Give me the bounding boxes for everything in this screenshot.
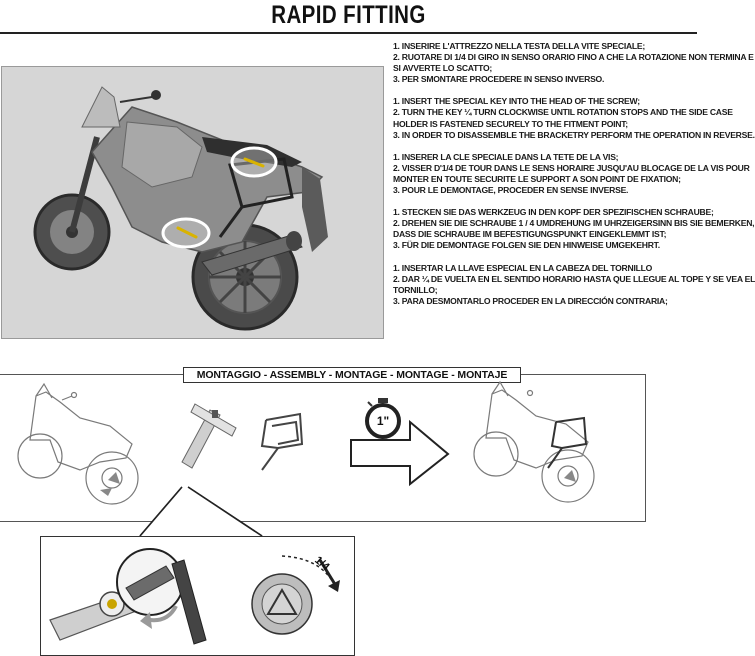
- rotate-arrow-icon: [149, 605, 178, 623]
- instruction-line: 1. INSERER LA CLE SPECIALE DANS LA TETE …: [393, 151, 619, 162]
- instructions-panel: 1. INSERIRE L'ATTREZZO NELLA TESTA DELLA…: [393, 41, 755, 318]
- motorcycle-photo: [1, 66, 384, 339]
- timer-label: 1": [377, 414, 389, 428]
- bracket-icon: [260, 412, 304, 471]
- instruction-line: 2. RUOTARE DI 1/4 DI GIRO IN SENSO ORARI…: [393, 52, 754, 63]
- instruction-line: SI AVVERTE LO SCATTO;: [393, 63, 492, 74]
- instructions-italian: 1. INSERIRE L'ATTREZZO NELLA TESTA DELLA…: [393, 41, 754, 85]
- instruction-line: 2. VISSER D'1/4 DE TOUR DANS LE SENS HOR…: [393, 162, 750, 173]
- instruction-line: 1. INSERIRE L'ATTREZZO NELLA TESTA DELLA…: [393, 41, 646, 51]
- key-tool-icon: [181, 403, 237, 469]
- assembly-drawings: 1": [17, 380, 595, 537]
- detail-drawings: 1/4: [49, 548, 340, 645]
- motorcycle-photo-drawing: [33, 86, 328, 331]
- title-rule: [0, 32, 697, 34]
- instruction-line: 2. DAR ¼ DE VUELTA EN EL SENTIDO HORARIO…: [393, 273, 755, 284]
- rotation-label: 1/4: [312, 554, 332, 574]
- page-title: RAPID FITTING: [271, 1, 426, 29]
- instruction-line: 2. DREHEN SIE DIE SCHRAUBE 1 / 4 UMDREHU…: [393, 218, 755, 229]
- instruction-line: 3. IN ORDER TO DISASSEMBLE THE BRACKETRY…: [393, 129, 755, 140]
- instruction-line: TORNILLO;: [393, 284, 438, 295]
- instructions-french: 1. INSERER LA CLE SPECIALE DANS LA TETE …: [393, 151, 750, 196]
- instruction-line: 1. INSERTAR LA LLAVE ESPECIAL EN LA CABE…: [393, 262, 653, 273]
- instruction-line: 1. INSERT THE SPECIAL KEY INTO THE HEAD …: [393, 96, 640, 107]
- instruction-line: 2. TURN THE KEY ¼ TURN CLOCKWISE UNTIL R…: [393, 107, 733, 118]
- motorcycle-with-rack-icon: [473, 380, 595, 503]
- instructions-german: 1. STECKEN SIE DAS WERKZEUG IN DEN KOPF …: [393, 207, 755, 251]
- instruction-line: 3. FÜR DIE DEMONTAGE FOLGEN SIE DEN HINW…: [393, 240, 660, 251]
- key-handle-icon: [125, 559, 207, 645]
- instructions-spanish: 1. INSERTAR LA LLAVE ESPECIAL EN LA CABE…: [393, 262, 755, 307]
- instruction-line: 1. STECKEN SIE DAS WERKZEUG IN DEN KOPF …: [393, 207, 714, 218]
- instruction-line: HOLDER IS FASTENED SECURELY TO THE FITME…: [393, 118, 628, 129]
- instruction-line: MONTER EN TOUTE SECURITE LE SUPPORT A SO…: [393, 173, 681, 184]
- instructions-english: 1. INSERT THE SPECIAL KEY INTO THE HEAD …: [393, 96, 755, 140]
- instruction-line: DASS DIE SCHRAUBE IM BEFESTIGUNGSPUNKT E…: [393, 229, 667, 240]
- instruction-line: 3. PER SMONTARE PROCEDERE IN SENSO INVER…: [393, 74, 605, 85]
- motorcycle-outline-icon: [17, 382, 139, 505]
- instruction-line: 3. PARA DESMONTARLO PROCEDER EN LA DIREC…: [393, 295, 668, 306]
- instruction-line: 3. POUR LE DEMONTAGE, PROCEDER EN SENSE …: [393, 185, 629, 196]
- screw-head-icon: [251, 573, 313, 635]
- stopwatch-icon: [365, 398, 401, 439]
- arrow-right-icon: [350, 419, 450, 487]
- assembly-label: MONTAGGIO - ASSEMBLY - MONTAGE - MONTAGE…: [183, 367, 521, 383]
